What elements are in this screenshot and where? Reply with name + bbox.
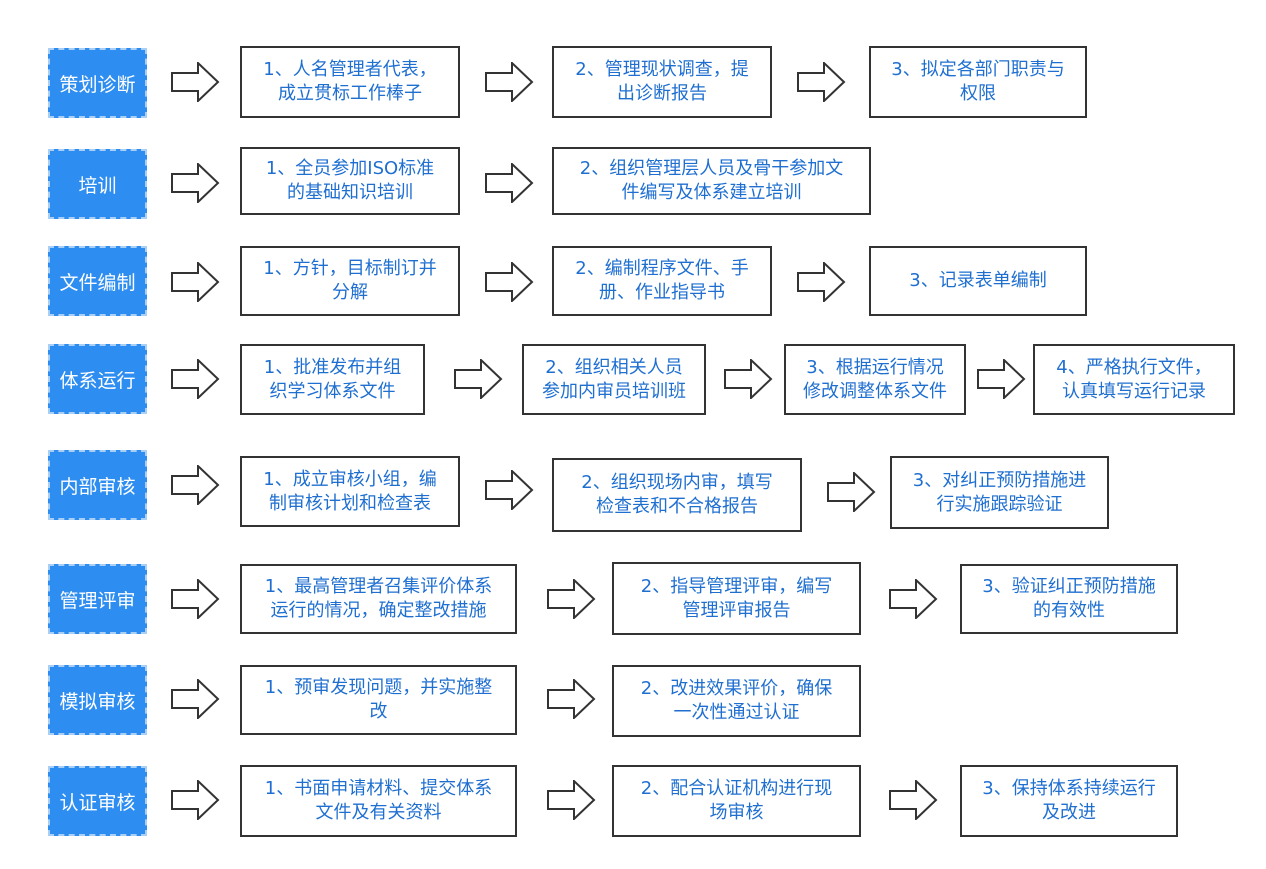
right-arrow-icon xyxy=(826,472,876,512)
step-box: 3、验证纠正预防措施 的有效性 xyxy=(960,564,1178,634)
step-box: 1、成立审核小组，编 制审核计划和检查表 xyxy=(240,456,460,527)
right-arrow-icon xyxy=(484,163,534,203)
step-box: 2、改进效果评价，确保 一次性通过认证 xyxy=(612,665,861,737)
stage-label-management-review: 管理评审 xyxy=(48,564,147,634)
right-arrow-icon xyxy=(976,359,1026,399)
step-box: 2、组织管理层人员及骨干参加文 件编写及体系建立培训 xyxy=(552,147,871,215)
step-box: 2、管理现状调查，提 出诊断报告 xyxy=(552,46,772,118)
right-arrow-icon xyxy=(170,262,220,302)
stage-label-certification-audit: 认证审核 xyxy=(48,766,147,836)
step-box: 1、预审发现问题，并实施整 改 xyxy=(240,665,517,735)
step-box: 3、保持体系持续运行 及改进 xyxy=(960,765,1178,837)
step-box: 1、人名管理者代表， 成立贯标工作棒子 xyxy=(240,46,460,118)
step-box: 3、对纠正预防措施进 行实施跟踪验证 xyxy=(890,456,1109,529)
step-box: 2、指导管理评审，编写 管理评审报告 xyxy=(612,562,861,635)
right-arrow-icon xyxy=(170,62,220,102)
step-box: 2、编制程序文件、手 册、作业指导书 xyxy=(552,246,772,316)
step-box: 3、根据运行情况 修改调整体系文件 xyxy=(784,344,966,415)
step-box: 2、组织现场内审，填写 检查表和不合格报告 xyxy=(552,458,802,532)
step-box: 3、拟定各部门职责与 权限 xyxy=(869,46,1087,118)
step-box: 3、记录表单编制 xyxy=(869,246,1087,316)
stage-label-training: 培训 xyxy=(48,149,147,219)
right-arrow-icon xyxy=(888,579,938,619)
right-arrow-icon xyxy=(170,359,220,399)
step-box: 1、全员参加ISO标准 的基础知识培训 xyxy=(240,147,460,215)
step-box: 2、组织相关人员 参加内审员培训班 xyxy=(522,344,706,415)
step-box: 1、最高管理者召集评价体系 运行的情况，确定整改措施 xyxy=(240,564,517,634)
step-box: 1、方针，目标制订并 分解 xyxy=(240,246,460,316)
right-arrow-icon xyxy=(484,62,534,102)
stage-label-documentation: 文件编制 xyxy=(48,246,147,316)
right-arrow-icon xyxy=(796,262,846,302)
right-arrow-icon xyxy=(170,465,220,505)
right-arrow-icon xyxy=(546,780,596,820)
right-arrow-icon xyxy=(546,679,596,719)
step-box: 1、书面申请材料、提交体系 文件及有关资料 xyxy=(240,765,517,837)
right-arrow-icon xyxy=(484,262,534,302)
right-arrow-icon xyxy=(170,780,220,820)
right-arrow-icon xyxy=(484,470,534,510)
step-box: 2、配合认证机构进行现 场审核 xyxy=(612,765,861,837)
right-arrow-icon xyxy=(170,579,220,619)
stage-label-planning: 策划诊断 xyxy=(48,48,147,118)
step-box: 4、严格执行文件， 认真填写运行记录 xyxy=(1033,344,1235,415)
stage-label-mock-audit: 模拟审核 xyxy=(48,665,147,735)
step-box: 1、批准发布并组 织学习体系文件 xyxy=(240,344,425,415)
stage-label-operation: 体系运行 xyxy=(48,344,147,414)
right-arrow-icon xyxy=(723,359,773,399)
right-arrow-icon xyxy=(796,62,846,102)
right-arrow-icon xyxy=(170,679,220,719)
right-arrow-icon xyxy=(170,163,220,203)
stage-label-internal-audit: 内部审核 xyxy=(48,450,147,520)
right-arrow-icon xyxy=(453,359,503,399)
right-arrow-icon xyxy=(546,579,596,619)
right-arrow-icon xyxy=(888,780,938,820)
